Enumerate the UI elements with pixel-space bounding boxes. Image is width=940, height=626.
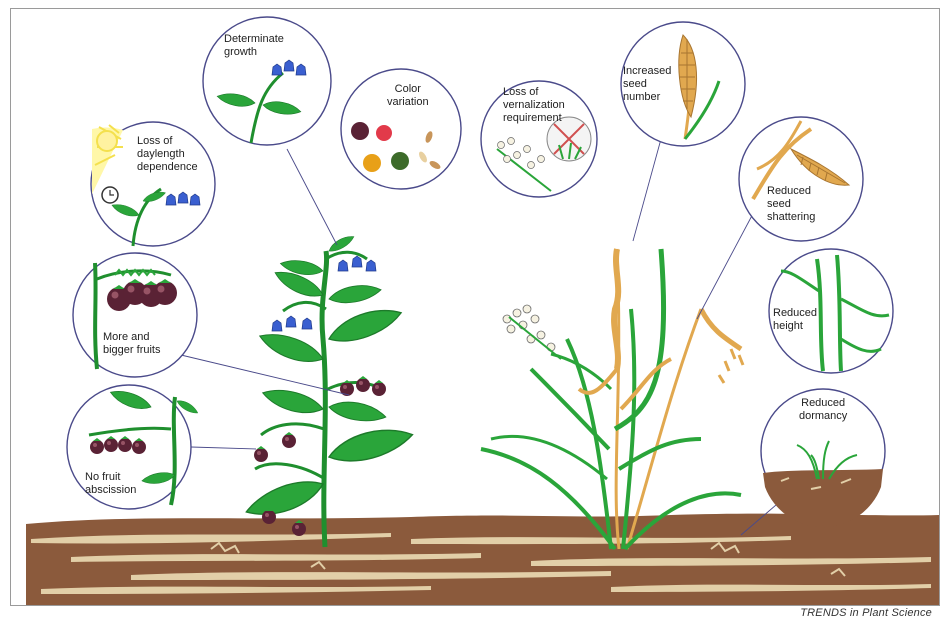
label-line: Color bbox=[387, 83, 429, 96]
label-line: height bbox=[773, 320, 817, 333]
label-line: abscission bbox=[85, 484, 136, 497]
label-line: shattering bbox=[767, 211, 815, 224]
label-line: vernalization bbox=[503, 99, 565, 112]
label-line: variation bbox=[387, 96, 429, 109]
label-line: number bbox=[623, 91, 671, 104]
label-line: Loss of bbox=[137, 135, 198, 148]
source-credit: TRENDS in Plant Science bbox=[800, 607, 932, 619]
label-line: Reduced bbox=[767, 185, 815, 198]
label-line: Determinate bbox=[224, 33, 284, 46]
label-line: growth bbox=[224, 46, 284, 59]
label-line: No fruit bbox=[85, 471, 136, 484]
label-line: More and bbox=[103, 331, 160, 344]
label-line: requirement bbox=[503, 112, 565, 125]
label-line: Increased bbox=[623, 65, 671, 78]
label-shattering: Reduced seed shattering bbox=[767, 185, 815, 224]
label-line: dormancy bbox=[799, 410, 847, 423]
label-daylength: Loss of daylength dependence bbox=[137, 135, 198, 174]
label-dormancy: Reduced dormancy bbox=[799, 397, 847, 423]
label-line: Reduced bbox=[799, 397, 847, 410]
domestication-figure: Loss of daylength dependence Determinate… bbox=[10, 8, 940, 606]
label-line: Loss of bbox=[503, 86, 565, 99]
label-fruits: More and bigger fruits bbox=[103, 331, 160, 357]
label-line: bigger fruits bbox=[103, 344, 160, 357]
label-line: daylength bbox=[137, 148, 198, 161]
grass-plants bbox=[481, 249, 743, 549]
label-seed-number: Increased seed number bbox=[623, 65, 671, 104]
label-height: Reduced height bbox=[773, 307, 817, 333]
label-line: dependence bbox=[137, 161, 198, 174]
label-determinate: Determinate growth bbox=[224, 33, 284, 59]
soil bbox=[26, 514, 939, 605]
label-vernalization: Loss of vernalization requirement bbox=[503, 86, 565, 125]
circle-fruits bbox=[73, 253, 197, 377]
label-line: seed bbox=[767, 198, 815, 211]
label-line: Reduced bbox=[773, 307, 817, 320]
label-color: Color variation bbox=[387, 83, 429, 109]
label-abscission: No fruit abscission bbox=[85, 471, 136, 497]
label-line: seed bbox=[623, 78, 671, 91]
